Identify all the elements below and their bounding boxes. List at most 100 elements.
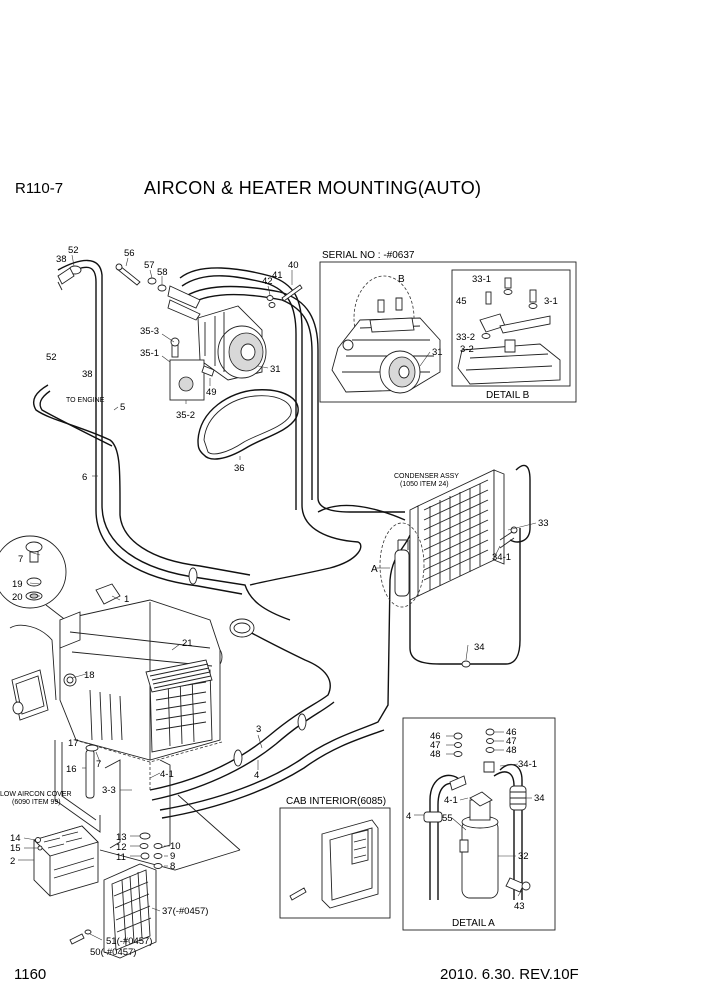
detail-a-callout-48-left: 48 xyxy=(430,749,441,760)
detail-b-callout-3-2: 3-2 xyxy=(460,344,474,355)
detail-a-marker: A xyxy=(371,564,378,575)
callout-13: 13 xyxy=(116,832,127,843)
callout-14: 14 xyxy=(10,833,21,844)
low-cover-note-1: LOW AIRCON COVER xyxy=(0,791,72,798)
callout-4: 4 xyxy=(254,770,259,781)
callout-20: 20 xyxy=(12,592,23,603)
callout-17: 17 xyxy=(68,738,79,749)
callout-3-3: 3-3 xyxy=(102,785,116,796)
callout-52: 52 xyxy=(68,245,79,256)
callout-35-3: 35-3 xyxy=(140,326,159,337)
detail-b-caption: DETAIL B xyxy=(486,390,530,401)
detail-a-callout-47-right: 47 xyxy=(506,736,517,747)
callout-40: 40 xyxy=(288,260,299,271)
detail-a-callout-55: 55 xyxy=(442,813,453,824)
low-aircon-cover-frame xyxy=(54,740,241,871)
detail-a-callout-32: 32 xyxy=(518,851,529,862)
callout-4-1: 4-1 xyxy=(160,769,174,780)
to-engine-note: TO ENGINE xyxy=(66,397,105,404)
detail-a-box xyxy=(402,717,556,931)
revision-date: 2010. 6.30. REV.10F xyxy=(440,966,579,983)
detail-b-callout-45: 45 xyxy=(456,296,467,307)
control-box-2 xyxy=(33,825,99,897)
compressor-31 xyxy=(167,285,267,381)
callout-1: 1 xyxy=(124,594,129,605)
callout-31: 31 xyxy=(270,364,281,375)
cab-interior-title: CAB INTERIOR(6085) xyxy=(286,796,386,807)
callout-2: 2 xyxy=(10,856,15,867)
detail-b-callout-3-1: 3-1 xyxy=(544,296,558,307)
callout-12: 12 xyxy=(116,842,127,853)
detail-a-callout-47-left: 47 xyxy=(430,740,441,751)
condenser-note-2: (1050 ITEM 24) xyxy=(400,481,449,488)
callout-15: 15 xyxy=(10,843,21,854)
detail-a-callout-4: 4 xyxy=(406,811,411,822)
callout-50: 50(-#0457) xyxy=(90,947,136,958)
callout-42: 42 xyxy=(262,276,273,287)
bolts-56-57-58 xyxy=(115,263,167,292)
callout-58: 58 xyxy=(157,267,168,278)
callout-57: 57 xyxy=(144,260,155,271)
grille-37 xyxy=(69,863,157,959)
bolt-detail-circle xyxy=(0,535,73,626)
detail-a-callout-43: 43 xyxy=(514,901,525,912)
receiver-drier-a xyxy=(379,522,425,608)
callout-11: 11 xyxy=(116,852,126,863)
callout-34: 34 xyxy=(474,642,485,653)
detail-a-callout-46-right: 46 xyxy=(506,727,517,738)
v-belt-36 xyxy=(197,389,299,460)
callout-8: 8 xyxy=(170,861,175,872)
callout-16: 16 xyxy=(66,764,77,775)
cab-interior-box xyxy=(279,807,391,919)
serial-box-title: SERIAL NO : -#0637 xyxy=(322,250,415,261)
fitting-52-38-top xyxy=(57,265,82,291)
detail-a-callout-48-right: 48 xyxy=(506,745,517,756)
callout-19: 19 xyxy=(12,579,23,590)
page-title: AIRCON & HEATER MOUNTING(AUTO) xyxy=(144,178,482,198)
serial-marker-b: B xyxy=(398,274,405,285)
condenser-assy xyxy=(409,469,518,601)
text-labels: SERIAL NO : -#0637 B DETAIL B DETAIL A A… xyxy=(0,245,558,958)
detail-b-callout-33-2: 33-2 xyxy=(456,332,475,343)
callout-21: 21 xyxy=(182,638,193,649)
callout-35-2: 35-2 xyxy=(176,410,195,421)
condenser-note-1: CONDENSER ASSY xyxy=(394,473,459,480)
callout-38-lower: 38 xyxy=(82,369,93,380)
detail-a-caption: DETAIL A xyxy=(452,918,495,929)
detail-a-callout-34: 34 xyxy=(534,793,545,804)
detail-a-callout-34-1: 34-1 xyxy=(518,759,537,770)
callout-18: 18 xyxy=(84,670,95,681)
callout-10: 10 xyxy=(170,841,181,852)
callout-6: 6 xyxy=(82,472,87,483)
callout-5: 5 xyxy=(120,402,125,413)
page-number: 1160 xyxy=(14,966,47,983)
callout-52-lower: 52 xyxy=(46,352,57,363)
heater-unit-1 xyxy=(9,583,223,790)
callout-49: 49 xyxy=(206,387,217,398)
callout-33: 33 xyxy=(538,518,549,529)
callout-37: 37(-#0457) xyxy=(162,906,208,917)
expansion-valve-35 xyxy=(169,337,215,401)
callout-38: 38 xyxy=(56,254,67,265)
callout-7-detail: 7 xyxy=(18,554,23,565)
callout-3: 3 xyxy=(256,724,261,735)
callout-34-1: 34-1 xyxy=(492,552,511,563)
detail-b-callout-33-1: 33-1 xyxy=(472,274,491,285)
detail-a-callout-4-1: 4-1 xyxy=(444,795,458,806)
callout-56: 56 xyxy=(124,248,135,259)
leader-lines xyxy=(18,254,537,941)
callout-51: 51(-#0457) xyxy=(106,936,152,947)
callout-7: 7 xyxy=(96,759,101,770)
callout-9: 9 xyxy=(170,851,175,862)
low-cover-note-2: (6090 ITEM 99) xyxy=(12,799,61,806)
serial-callout-31: 31 xyxy=(432,347,443,358)
callout-35-1: 35-1 xyxy=(140,348,159,359)
detail-a-callout-46-left: 46 xyxy=(430,731,441,742)
serial-box xyxy=(319,261,577,403)
model-code: R110-7 xyxy=(15,180,64,197)
hose-clamps xyxy=(188,567,471,767)
bolts-40-41-42 xyxy=(266,284,303,308)
callout-41: 41 xyxy=(272,270,283,281)
callout-36: 36 xyxy=(234,463,245,474)
